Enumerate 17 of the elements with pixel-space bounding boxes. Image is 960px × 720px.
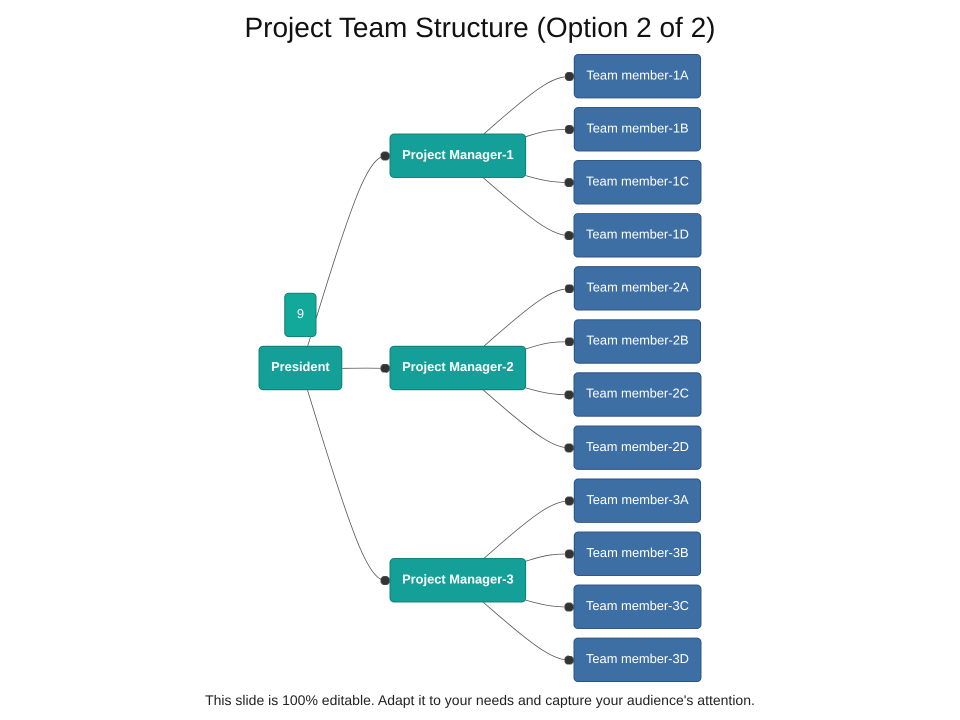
connector	[525, 336, 576, 350]
connector	[482, 496, 576, 560]
slide-title: Project Team Structure (Option 2 of 2)	[244, 12, 716, 44]
connector	[482, 602, 575, 666]
connector	[525, 175, 575, 188]
connector	[525, 387, 575, 400]
connector	[482, 72, 576, 135]
caption: This slide is 100% editable. Adapt it to your needs and capture your audience's attention.	[205, 692, 755, 708]
connector	[525, 549, 576, 562]
connector	[307, 151, 391, 348]
connector	[482, 284, 576, 348]
connector	[482, 177, 575, 241]
connector	[307, 390, 391, 586]
connector	[482, 390, 575, 453]
connector	[525, 124, 576, 138]
connector	[342, 363, 391, 374]
connector	[525, 600, 575, 612]
